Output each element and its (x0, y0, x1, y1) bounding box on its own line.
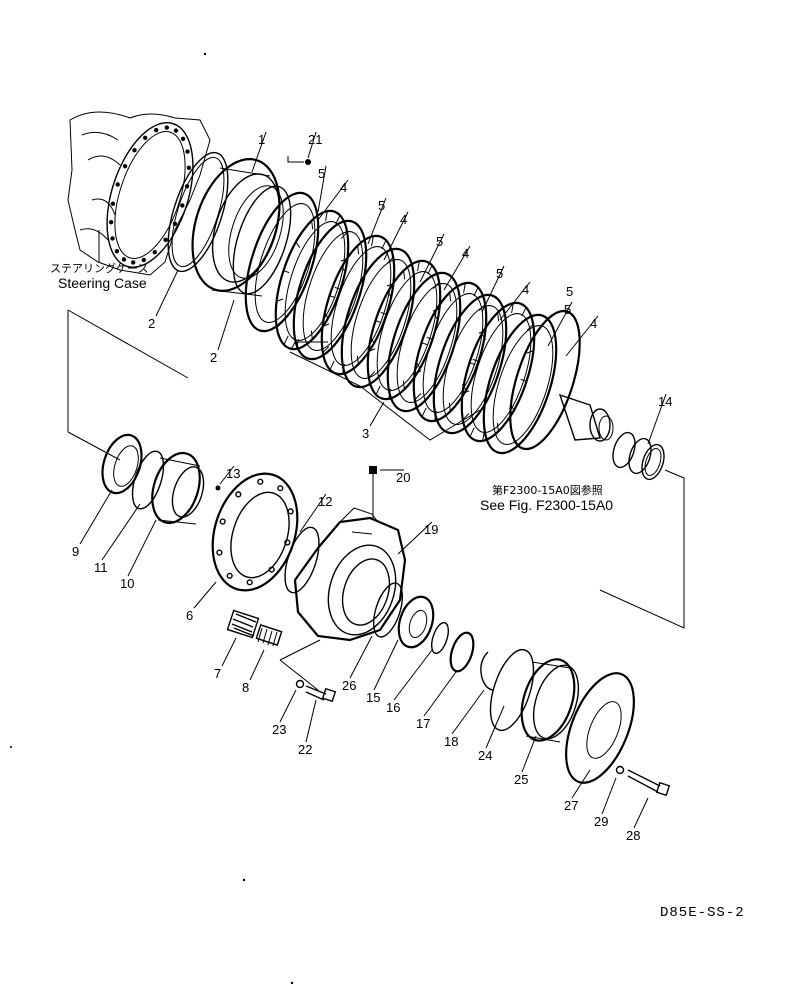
clutch-disc (320, 234, 396, 376)
part-18-clip (480, 651, 495, 691)
part-number-label: 15 (366, 690, 380, 705)
part-29-washer (615, 765, 625, 775)
part-number-label: 8 (242, 680, 249, 695)
part-20-plug (369, 466, 377, 474)
clutch-plate (432, 293, 508, 435)
part-2-seal-left (167, 151, 229, 273)
clutch-disc (412, 281, 488, 423)
part-number-label: 14 (658, 394, 672, 409)
part-23-washer (295, 679, 305, 689)
part-number-label: 4 (590, 316, 597, 331)
clutch-plate (244, 191, 320, 333)
part-28-bolt (627, 769, 671, 797)
clutch-plate (292, 219, 368, 361)
part-13-pin (215, 485, 221, 491)
clutch-disc (460, 301, 536, 443)
clutch-disc-stack (244, 191, 558, 455)
part-labels: 1223444445555567891011121314151617181920… (72, 131, 672, 843)
part-19-housing (293, 507, 407, 642)
part-number-label: 3 (362, 426, 369, 441)
part-number-label: 5 (566, 284, 573, 299)
part-10-hub (151, 451, 205, 525)
part-25-drum (520, 658, 580, 743)
part-number-label: 21 (308, 132, 322, 147)
reference-label-en: See Fig. F2300-15A0 (480, 497, 613, 513)
part-number-label: 17 (416, 716, 430, 731)
part-15-bearing (397, 595, 435, 649)
part-number-label: 7 (214, 666, 221, 681)
part-number-label: 11 (94, 560, 108, 575)
part-24-ring (489, 648, 535, 732)
part-number-label: 4 (522, 282, 529, 297)
part-16-ring (431, 621, 449, 655)
part-number-label: 28 (626, 828, 640, 843)
part-number-label: 5 (318, 166, 325, 181)
part-number-label: 2 (210, 350, 217, 365)
part-number-label: 4 (340, 180, 347, 195)
part-number-label: 12 (318, 494, 332, 509)
part-number-label: 5 (436, 234, 443, 249)
part-7-spring (226, 609, 260, 639)
drawing-code: D85E-SS-2 (660, 905, 745, 921)
part-number-label: 24 (478, 748, 492, 763)
reference-label-jp: 第F2300-15A0図参照 (492, 483, 603, 497)
part-9-bearing (101, 433, 143, 495)
part-number-label: 5 (564, 302, 571, 317)
part-2-seal-right (232, 185, 292, 295)
part-number-label: 4 (462, 246, 469, 261)
part-11-ring (131, 450, 165, 510)
part-number-label: 1 (258, 132, 265, 147)
part-12-o-ring (284, 526, 320, 594)
clutch-disc (274, 209, 350, 351)
part-21-ball (305, 159, 311, 165)
part-number-label: 5 (378, 198, 385, 213)
part-27-cover (565, 672, 635, 784)
part-number-label: 4 (400, 212, 407, 227)
part-number-label: 19 (424, 522, 438, 537)
part-8-spring (255, 624, 283, 647)
part-number-label: 2 (148, 316, 155, 331)
part-number-label: 20 (396, 470, 410, 485)
part-number-label: 6 (186, 608, 193, 623)
steering-case-label-en: Steering Case (58, 275, 147, 291)
part-number-label: 27 (564, 798, 578, 813)
part-number-label: 25 (514, 772, 528, 787)
steering-case-drawing (67, 111, 211, 276)
steering-case-label-jp: ステアリングケース (50, 261, 148, 275)
part-17-snap-ring (449, 631, 475, 673)
part-number-label: 9 (72, 544, 79, 559)
part-1-hub (191, 158, 284, 297)
part-26-ring (372, 582, 404, 638)
part-22-bolt (305, 685, 337, 703)
part-number-label: 22 (298, 742, 312, 757)
part-14-rings (612, 431, 665, 481)
part-number-label: 16 (386, 700, 400, 715)
part-number-label: 23 (272, 722, 286, 737)
part-number-label: 13 (226, 466, 240, 481)
clutch-plate (340, 247, 416, 389)
part-number-label: 5 (496, 266, 503, 281)
part-number-label: 29 (594, 814, 608, 829)
part-number-label: 18 (444, 734, 458, 749)
part-number-label: 26 (342, 678, 356, 693)
part-number-label: 10 (120, 576, 134, 591)
